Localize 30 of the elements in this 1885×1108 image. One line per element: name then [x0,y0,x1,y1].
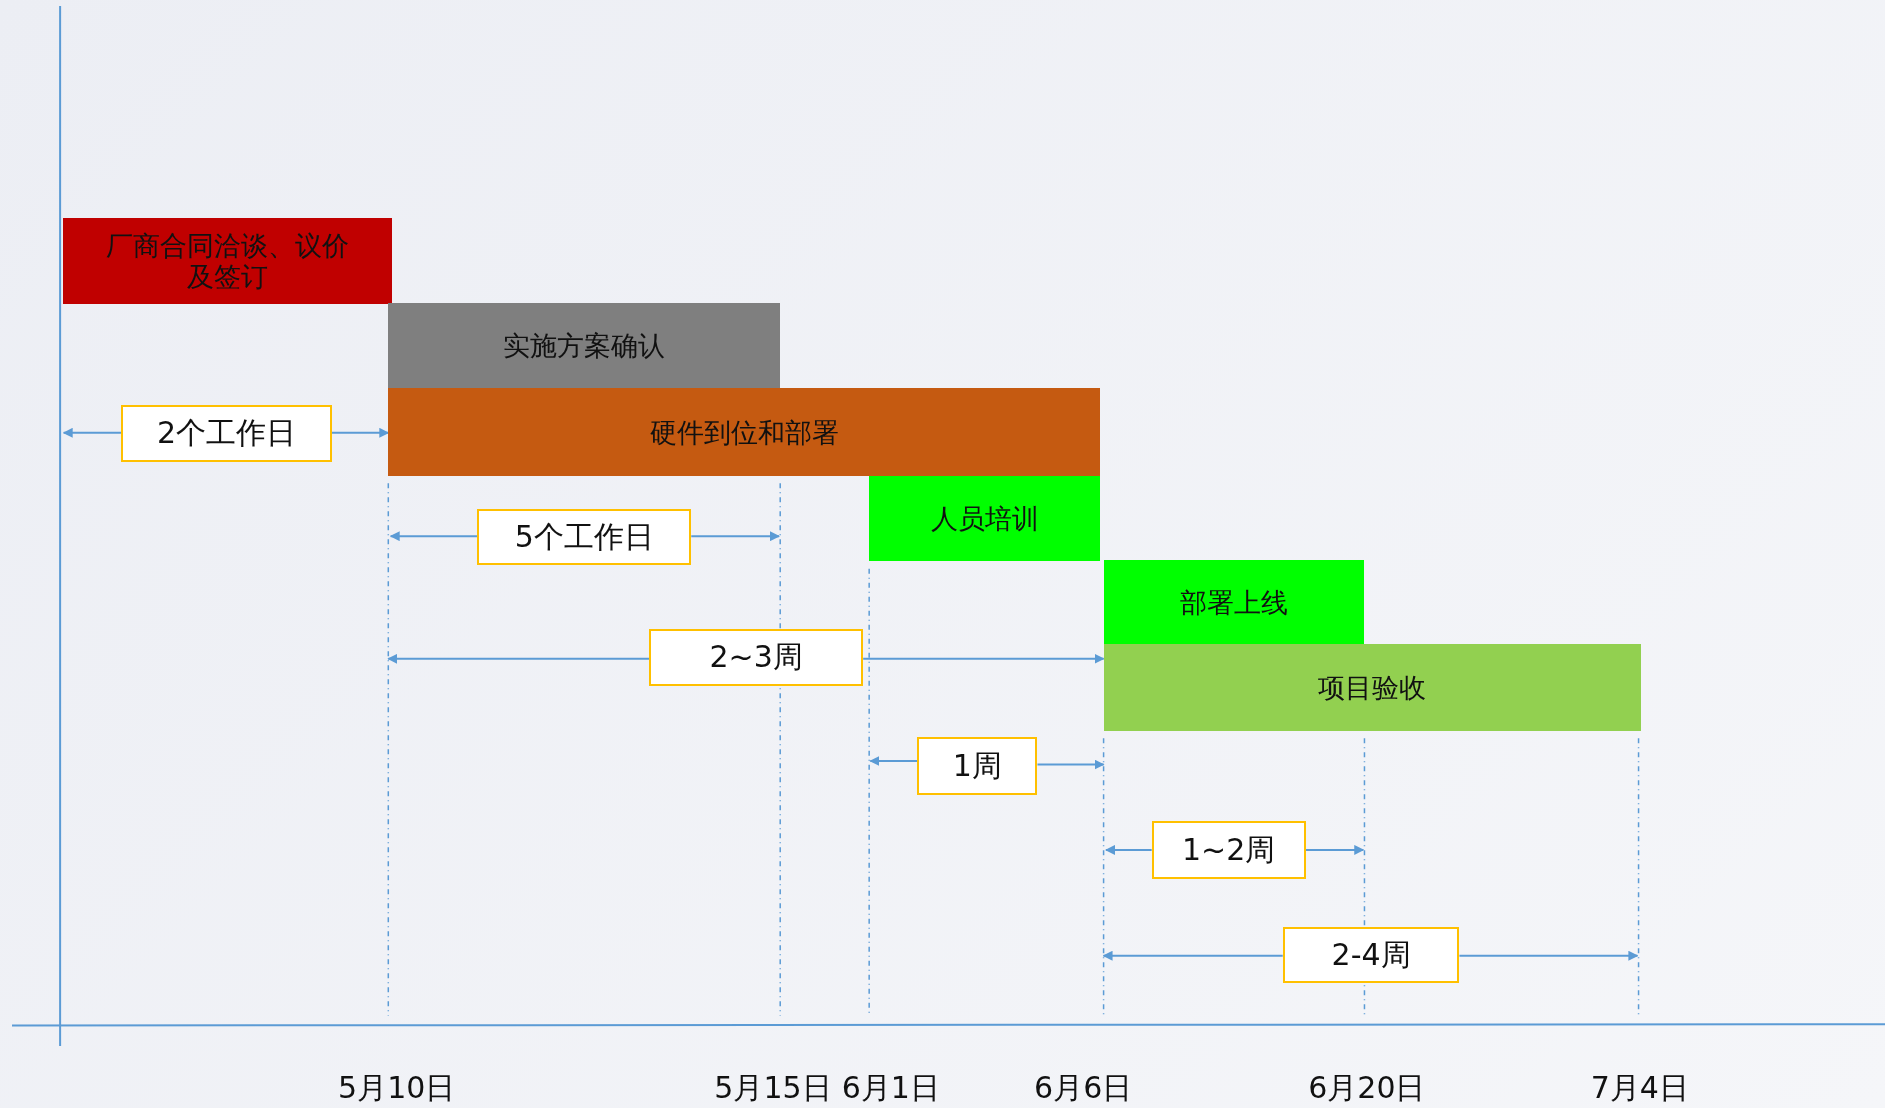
arrow [389,531,479,542]
duration-box: 5个工作日 [477,508,692,565]
task-bar: 硬件到位和部署 [388,388,1100,477]
arrow [62,427,123,438]
task-bar: 实施方案确认 [388,302,781,389]
date-label: 6月1日 [841,1068,940,1107]
arrow [330,427,390,438]
task-bar: 项目验收 [1103,644,1641,731]
arrow [387,653,651,664]
date-label: 6月6日 [1034,1068,1133,1107]
duration-box: 2-4周 [1282,926,1460,984]
arrow [1304,844,1365,855]
duration-box: 1周 [917,736,1038,795]
arrow [1036,759,1105,770]
arrow [1102,950,1284,961]
date-label: 5月10日 [338,1068,456,1107]
date-label: 7月4日 [1590,1068,1689,1107]
duration-box: 1~2周 [1151,821,1306,879]
date-label: 5月15日 [714,1068,832,1107]
arrow [862,653,1105,664]
arrow [869,755,919,766]
arrow [1458,950,1639,961]
task-bar: 部署上线 [1103,560,1365,645]
task-bar: 厂商合同洽谈、议价及签订 [62,217,392,305]
arrow [1105,844,1153,855]
duration-box: 2个工作日 [121,405,332,462]
task-bar: 人员培训 [869,476,1100,562]
duration-box: 2~3周 [649,628,864,687]
arrow [690,531,780,542]
date-label: 6月20日 [1308,1068,1426,1107]
